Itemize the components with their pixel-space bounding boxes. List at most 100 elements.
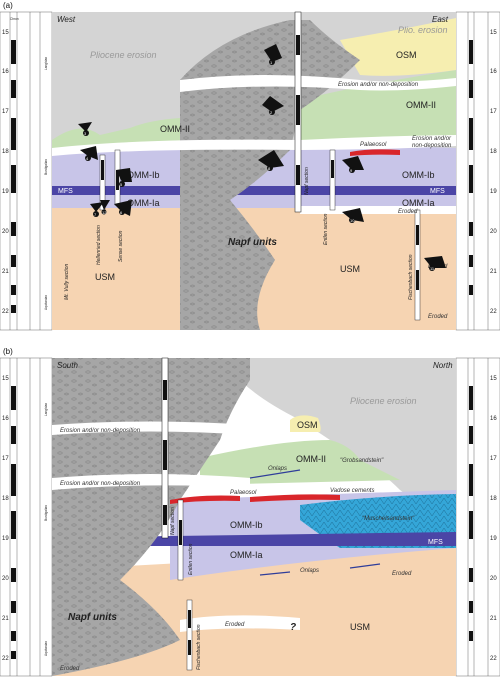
rose-8: 8 — [258, 150, 284, 171]
vadose-label-b: Vadose cements — [330, 488, 374, 494]
svg-text:9: 9 — [350, 168, 353, 173]
svg-text:6: 6 — [120, 210, 123, 215]
napf-section-label-b: Napf section — [170, 507, 176, 535]
ma-20-a: 20 — [2, 229, 9, 235]
ma-20-b: 20 — [2, 576, 9, 582]
south-label: South — [57, 361, 78, 370]
usm-label-b: USM — [350, 622, 370, 632]
omm1b-east-label-a: OMM-Ib — [402, 170, 435, 180]
svg-text:7: 7 — [94, 212, 97, 217]
rose-9: 9 — [342, 156, 364, 173]
ma-17-a: 17 — [2, 109, 9, 115]
pliocene-label-b: Pliocene erosion — [350, 396, 417, 406]
palaeosol-a — [350, 149, 400, 156]
plio-label-a: Plio. erosion — [398, 25, 448, 35]
vadose-cement-b — [250, 494, 340, 502]
ma-17-a-r: 17 — [490, 109, 497, 115]
svg-text:3: 3 — [84, 131, 87, 136]
mfs-band-a — [52, 186, 456, 195]
entlen-section-label-b: Entlen section — [188, 543, 194, 575]
stage-langhian-b: Langhian — [44, 403, 48, 416]
usm-west-label-a: USM — [95, 272, 115, 282]
left-scale-b: 15 16 17 18 19 20 21 22 Langhian Burdiga… — [0, 357, 53, 677]
ma-21-a-r: 21 — [490, 269, 497, 275]
ma-15-a: 15 — [2, 30, 9, 36]
erosion-label-a: Erosion and/or non-deposition — [338, 82, 419, 88]
ma-ticks-a: 15 16 17 18 19 20 21 22 — [2, 30, 9, 315]
ma-22-a-r: 22 — [490, 309, 497, 315]
ma-19-a: 19 — [2, 189, 9, 195]
omm1a-east-label-a: OMM-Ia — [402, 198, 435, 208]
left-scale-a: Chron 15 16 17 18 19 20 21 22 — [0, 11, 53, 331]
right-scale-b: 15 16 17 18 19 20 21 22 — [455, 357, 500, 677]
napf-section-label-a: Napf section — [304, 167, 310, 195]
ma-18-b: 18 — [2, 496, 9, 502]
fischenbach-section-column-b — [186, 599, 193, 671]
osm-east-a — [340, 18, 456, 76]
panel-b-label: (b) — [3, 347, 13, 356]
rose-4: 4 — [80, 146, 98, 161]
napf-label-a: Napf units — [228, 237, 277, 248]
ma-15-b-r: 15 — [490, 376, 497, 382]
svg-text:8: 8 — [268, 166, 271, 171]
ma-16-a-r: 16 — [490, 69, 497, 75]
onlaps-label-b1: Onlaps — [268, 466, 287, 472]
eroded-label-b1: Eroded — [392, 571, 412, 577]
fischenbach-section-label-b: Fischenbach section — [196, 624, 202, 670]
svg-text:11: 11 — [430, 266, 435, 271]
palaeosol-label-b: Palaeosol — [230, 490, 257, 496]
ma-19-a-r: 19 — [490, 189, 497, 195]
onlaps-label-b2: Onlaps — [300, 568, 319, 574]
palaeosol-b — [170, 495, 240, 504]
ma-15-b: 15 — [2, 376, 9, 382]
rose-3: 3 — [78, 122, 92, 136]
rose-10: 10 — [342, 208, 364, 223]
stage-burdigalian-b: Burdigalian — [44, 505, 48, 521]
usm-east-label-a: USM — [340, 264, 360, 274]
right-scale-a: 15 16 17 18 19 20 21 22 — [455, 11, 500, 331]
omm2-west-label-a: OMM-II — [160, 124, 190, 134]
omm1b-west-label-a: OMM-Ib — [127, 170, 160, 180]
entlen-section-label-a: Entlen section — [323, 213, 329, 245]
ma-19-b: 19 — [2, 536, 9, 542]
ma-16-b: 16 — [2, 416, 9, 422]
ma-17-b-r: 17 — [490, 456, 497, 462]
erosion-surface-b2 — [52, 474, 250, 490]
rose-diagrams-a: 1 2 3 4 5 6 7 8 9 10 11 12 — [78, 44, 446, 271]
ma-19-b-r: 19 — [490, 536, 497, 542]
mfs-band-b — [100, 532, 456, 546]
napf-label-b: Napf units — [68, 612, 117, 623]
ma-21-a: 21 — [2, 269, 9, 275]
omm1b-label-b: OMM-Ib — [230, 520, 263, 530]
osm-layer-b — [290, 415, 321, 432]
erosion-label-b1: Erosion and/or non-deposition — [60, 428, 141, 434]
eroded-label-a3: Eroded — [428, 314, 448, 320]
napf-units-b — [52, 358, 250, 676]
cross-section-b — [52, 357, 456, 676]
svg-text:2: 2 — [270, 110, 273, 115]
header-chron-a: Chron — [10, 17, 19, 21]
ma-22-b-r: 22 — [490, 656, 497, 662]
stage-aquitanian-b: Aquitanian — [44, 641, 48, 656]
erosion-label-b2: Erosion and/or non-deposition — [60, 481, 141, 487]
chron-bars-a — [11, 40, 16, 313]
eroded-label-b3: Eroded — [60, 666, 80, 672]
mfs-label-b: MFS — [428, 539, 443, 546]
ma-16-b-r: 16 — [490, 416, 497, 422]
panel-a: (a) Chron 15 16 17 18 19 20 21 22 — [0, 1, 500, 331]
ma-20-a-r: 20 — [490, 229, 497, 235]
svg-text:5: 5 — [120, 182, 123, 187]
osm-label-a: OSM — [396, 50, 417, 60]
ma-17-b: 17 — [2, 456, 9, 462]
svg-text:10: 10 — [350, 218, 355, 223]
ma-20-b-r: 20 — [490, 576, 497, 582]
ma-22-a: 22 — [2, 309, 9, 315]
erosion-surface-a1 — [180, 75, 456, 92]
stage-langhian-a: Langhian — [44, 57, 48, 70]
rose-12: 12 — [100, 200, 110, 215]
sense-section-label: Sense section — [118, 230, 124, 262]
ma-18-a-r: 18 — [490, 149, 497, 155]
question-mark-b: ? — [290, 622, 296, 633]
stage-labels-a: Langhian Burdigalian Aquitanian — [44, 57, 48, 310]
